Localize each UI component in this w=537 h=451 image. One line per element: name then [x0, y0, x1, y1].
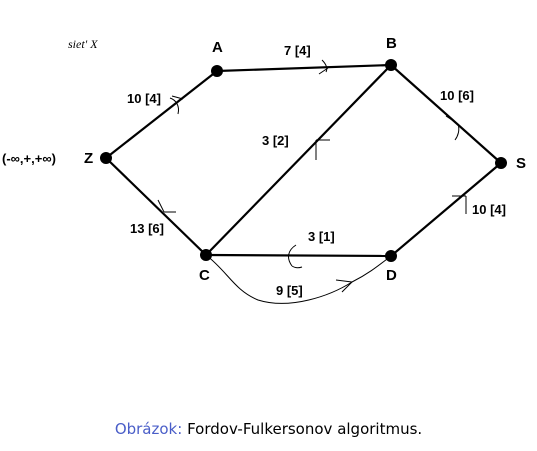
node-c-dot	[200, 249, 212, 261]
node-b-label: B	[386, 35, 397, 52]
source-label: (-∞,+,+∞)	[2, 151, 56, 166]
node-d-dot	[385, 250, 397, 262]
edge-d-s-label: 10 [4]	[472, 202, 506, 217]
caption-lead: Obrázok:	[114, 420, 183, 438]
node-z-dot	[100, 152, 112, 164]
edge-d-c-label: 3 [1]	[308, 229, 335, 244]
edge-b-s	[390, 64, 502, 164]
edge-c-d-label: 9 [5]	[276, 283, 303, 298]
edge-b-s-label: 10 [6]	[440, 88, 474, 103]
edge-z-c-label: 13 [6]	[130, 221, 164, 236]
edge-c-d	[205, 244, 392, 269]
node-s-label: S	[516, 155, 526, 172]
caption-text: Fordov-Fulkersonov algoritmus.	[187, 420, 423, 438]
edge-z-c	[105, 157, 207, 256]
edge-z-a	[105, 70, 218, 159]
node-d-label: D	[386, 267, 397, 284]
edge-a-b	[216, 59, 392, 75]
edge-z-a-label: 10 [4]	[127, 91, 161, 106]
edge-a-b-label: 7 [4]	[284, 43, 311, 58]
node-z-label: Z	[84, 150, 93, 167]
edge-c-b	[205, 64, 392, 256]
network-title: siet' X	[68, 37, 98, 51]
node-a-label: A	[212, 39, 223, 56]
figure-caption: Obrázok: Fordov-Fulkersonov algoritmus.	[0, 420, 537, 438]
edge-d-s	[390, 162, 502, 257]
node-c-label: C	[199, 267, 210, 284]
node-b-dot	[385, 59, 397, 71]
edge-c-b-label: 3 [2]	[262, 133, 289, 148]
node-a-dot	[211, 65, 223, 77]
edge-c-d-curved	[205, 254, 392, 304]
node-s-dot	[495, 157, 507, 169]
